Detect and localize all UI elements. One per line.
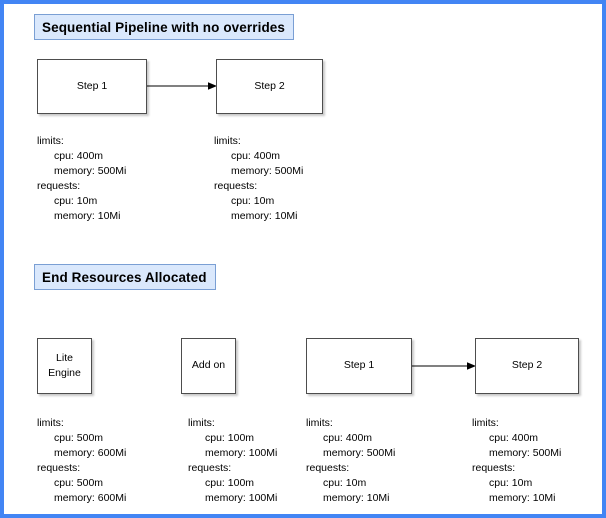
node-lite-engine[interactable]: Lite Engine: [37, 338, 92, 394]
limits-memory: memory: 100Mi: [205, 446, 278, 459]
node-label-line2: Engine: [48, 367, 81, 379]
limits-cpu: cpu: 400m: [54, 149, 104, 162]
section-heading-end-resources-allocated: End Resources Allocated: [34, 264, 216, 290]
resources-step-2-bottom: limits: cpu: 400m memory: 500Mi requests…: [472, 416, 561, 505]
section-heading-sequential-pipeline: Sequential Pipeline with no overrides: [34, 14, 294, 40]
limits-key: limits:: [37, 135, 64, 147]
limits-cpu: cpu: 400m: [323, 431, 373, 444]
resources-step-1-bottom: limits: cpu: 400m memory: 500Mi requests…: [306, 416, 395, 505]
node-step-1-top[interactable]: Step 1: [37, 59, 147, 114]
node-label: Step 1: [76, 79, 108, 92]
limits-memory: memory: 500Mi: [323, 446, 396, 459]
limits-key: limits:: [472, 417, 499, 429]
requests-memory: memory: 10Mi: [489, 491, 556, 504]
requests-key: requests:: [37, 461, 81, 474]
requests-key: requests:: [188, 461, 232, 474]
requests-cpu: cpu: 10m: [323, 476, 367, 489]
limits-key: limits:: [214, 135, 241, 147]
node-label: Step 2: [254, 79, 285, 92]
limits-memory: memory: 600Mi: [54, 446, 127, 459]
limits-memory: memory: 500Mi: [54, 164, 127, 177]
requests-key: requests:: [37, 179, 81, 192]
requests-key: requests:: [306, 461, 350, 474]
limits-cpu: cpu: 100m: [205, 431, 255, 444]
limits-cpu: cpu: 500m: [54, 431, 104, 444]
arrow-step1-to-step2-top: [147, 81, 217, 91]
node-label-line1: Lite: [56, 351, 73, 364]
requests-memory: memory: 10Mi: [231, 209, 298, 222]
node-step-1-bottom[interactable]: Step 1: [306, 338, 412, 394]
requests-key: requests:: [214, 179, 258, 192]
resources-add-on: limits: cpu: 100m memory: 100Mi requests…: [188, 416, 277, 505]
limits-cpu: cpu: 400m: [489, 431, 539, 444]
limits-memory: memory: 500Mi: [231, 164, 304, 177]
node-step-2-bottom[interactable]: Step 2: [475, 338, 579, 394]
limits-memory: memory: 500Mi: [489, 446, 562, 459]
requests-memory: memory: 600Mi: [54, 491, 127, 504]
limits-key: limits:: [188, 417, 215, 429]
limits-key: limits:: [37, 417, 64, 429]
requests-memory: memory: 10Mi: [54, 209, 121, 222]
resources-step-2-top: limits: cpu: 400m memory: 500Mi requests…: [214, 134, 303, 223]
requests-cpu: cpu: 10m: [54, 194, 98, 207]
node-label: Add on: [191, 359, 226, 372]
resources-step-1-top: limits: cpu: 400m memory: 500Mi requests…: [37, 134, 126, 223]
requests-key: requests:: [472, 461, 516, 474]
node-label: Step 2: [511, 359, 543, 372]
requests-cpu: cpu: 500m: [54, 476, 104, 489]
node-label: Step 1: [343, 359, 375, 372]
requests-memory: memory: 10Mi: [323, 491, 390, 504]
requests-memory: memory: 100Mi: [205, 491, 278, 504]
requests-cpu: cpu: 10m: [231, 194, 275, 207]
node-add-on[interactable]: Add on: [181, 338, 236, 394]
requests-cpu: cpu: 10m: [489, 476, 533, 489]
resources-lite-engine: limits: cpu: 500m memory: 600Mi requests…: [37, 416, 126, 505]
node-step-2-top[interactable]: Step 2: [216, 59, 323, 114]
limits-key: limits:: [306, 417, 333, 429]
arrow-step1-to-step2-bottom: [412, 361, 476, 371]
requests-cpu: cpu: 100m: [205, 476, 255, 489]
limits-cpu: cpu: 400m: [231, 149, 281, 162]
